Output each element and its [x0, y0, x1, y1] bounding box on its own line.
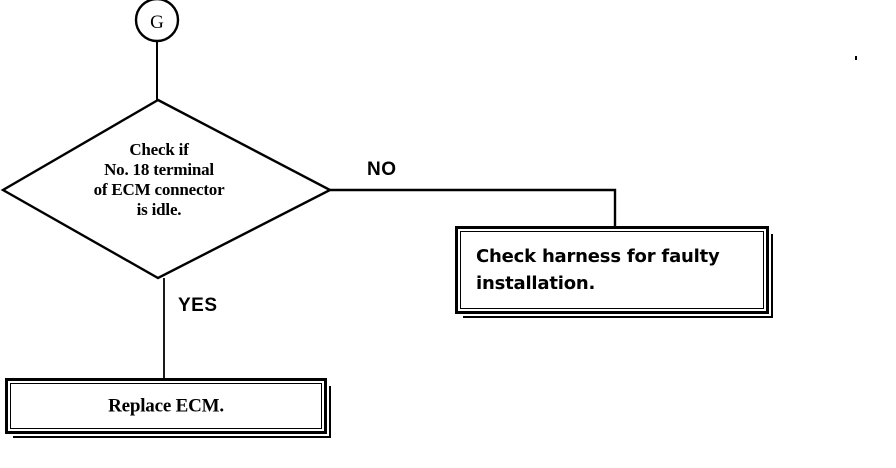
- edge-label-yes: YES: [178, 295, 218, 316]
- decision-diamond: [0, 98, 333, 280]
- process-text-replace-ecm: Replace ECM.: [18, 393, 314, 420]
- decision-text-line-1: Check if: [129, 140, 189, 159]
- decision-text-line-4: is idle.: [136, 200, 182, 219]
- edge-label-no: NO: [367, 159, 397, 180]
- process-box-inner-border: [460, 231, 764, 309]
- process-box-replace-ecm: Replace ECM.: [5, 378, 327, 434]
- process-box-check-harness: Check harness for faulty installation.: [455, 226, 769, 314]
- decision-text-line-2: No. 18 terminal: [104, 160, 214, 179]
- connector-label-g: G: [150, 11, 164, 33]
- scan-artifact-speck: [855, 56, 857, 60]
- process-text-check-harness: Check harness for faulty installation.: [476, 243, 756, 297]
- process-box-inner-border: [10, 383, 322, 429]
- process-text-line-2: installation.: [476, 273, 596, 294]
- decision-text-line-3: of ECM connector: [93, 180, 225, 199]
- edge-no-branch: [330, 188, 617, 226]
- process-text-line-1: Replace ECM.: [108, 395, 224, 417]
- process-text-line-1: Check harness for faulty: [476, 246, 720, 267]
- decision-text-block: Check if No. 18 terminal of ECM connecto…: [38, 140, 280, 220]
